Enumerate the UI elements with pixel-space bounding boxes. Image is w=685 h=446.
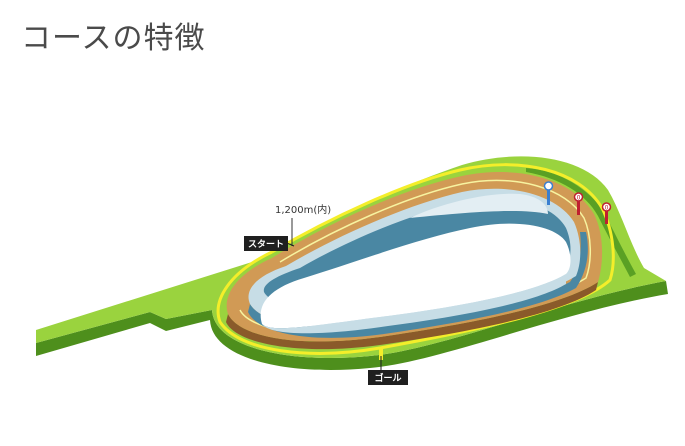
distance-label: 1,200m(内) xyxy=(275,203,331,216)
goal-label: ゴール xyxy=(374,372,401,384)
turf-inner-strip xyxy=(526,168,636,277)
outer-rail xyxy=(216,163,615,355)
inner-course-side xyxy=(248,232,588,338)
infield xyxy=(260,223,571,329)
marker-blue xyxy=(543,181,554,205)
goal-post xyxy=(379,347,383,360)
inner-strip xyxy=(410,193,548,218)
start-label: スタート xyxy=(248,238,284,250)
dirt-track-side xyxy=(226,282,598,350)
marker-red-2: 0 xyxy=(601,202,612,224)
marker-red-2-label: 0 xyxy=(605,205,609,212)
infield-lip xyxy=(262,274,566,334)
turf-ground-side xyxy=(36,281,668,370)
goal-badge: ゴール xyxy=(368,356,408,385)
marker-red-1-label: 0 xyxy=(577,195,581,202)
page-title: コースの特徴 xyxy=(21,21,206,56)
start-badge: スタート xyxy=(244,236,295,251)
marker-red-1: 0 xyxy=(573,192,584,215)
